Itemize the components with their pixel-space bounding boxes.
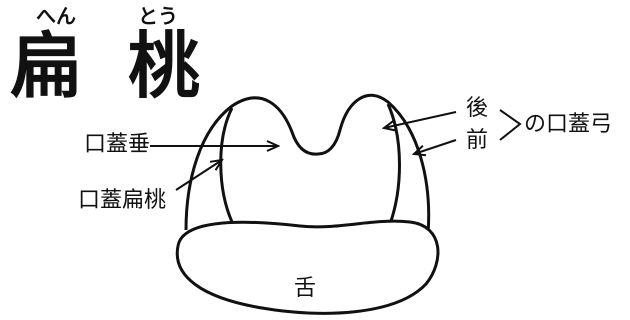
tongue-shape	[175, 219, 440, 315]
throat-outline	[184, 93, 431, 235]
palatine-tonsil-label: 口蓋扁桃	[78, 188, 167, 213]
palatine-arch-label: の口蓋弓	[524, 112, 613, 137]
furigana-tou: とう	[138, 4, 178, 28]
posterior-label: 後	[466, 96, 489, 121]
tongue-label: 舌	[294, 276, 317, 301]
title-kanji-hen: 扁	[10, 24, 83, 108]
anterior-arch-arrow	[414, 139, 457, 154]
right-inner-arch	[386, 103, 401, 225]
uvula-label: 口蓋垂	[84, 132, 151, 157]
arch-bracket	[499, 109, 522, 141]
title-kanji-tou: 桃	[128, 24, 201, 108]
left-inner-arch	[219, 107, 234, 223]
furigana-hen: へん	[36, 4, 76, 28]
anterior-label: 前	[466, 128, 489, 153]
tonsil-arrow	[175, 160, 222, 191]
posterior-arch-arrow	[384, 111, 457, 128]
